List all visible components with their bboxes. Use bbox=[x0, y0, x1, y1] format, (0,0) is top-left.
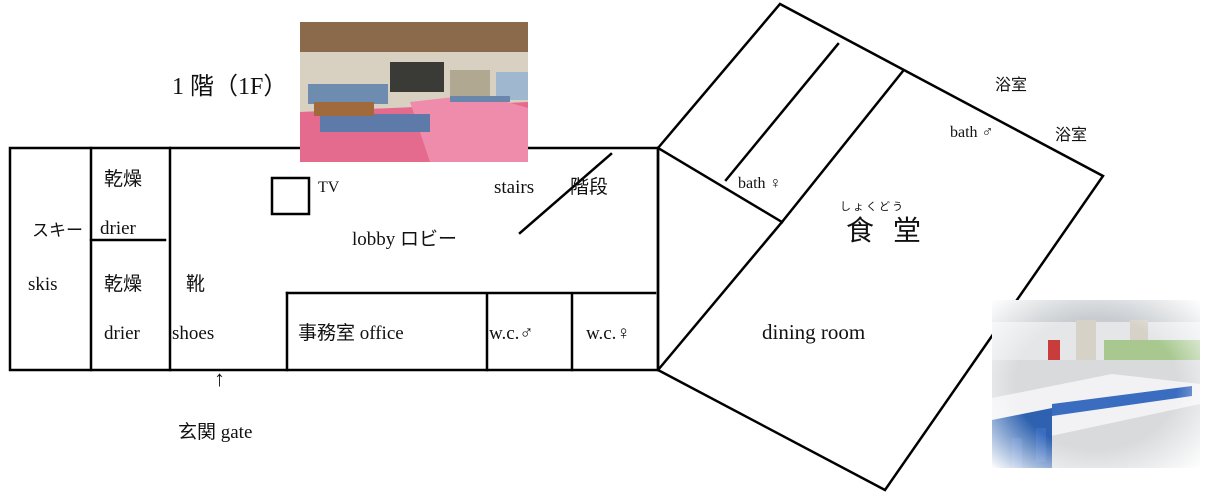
dining-ruby-label: しょくどう bbox=[840, 201, 905, 213]
drier-lower-label-en: drier bbox=[104, 323, 140, 344]
outer-wall-left bbox=[8, 146, 660, 372]
dining-photo-image bbox=[992, 300, 1200, 468]
wall-baths-bottom bbox=[656, 146, 784, 224]
ski-label-jp: スキー bbox=[32, 221, 83, 240]
floor-title: 1 階（1F） bbox=[172, 74, 288, 100]
drier-upper-label-en: drier bbox=[100, 218, 136, 239]
bath-jp-label-1: 浴室 bbox=[995, 77, 1028, 94]
stairs-line bbox=[518, 152, 613, 235]
shoes-label-en: shoes bbox=[172, 323, 215, 344]
ski-label-en: skis bbox=[28, 274, 58, 295]
office-label: 事務室 office bbox=[298, 323, 404, 344]
tv-label: TV bbox=[318, 179, 340, 196]
shoes-label-jp: 靴 bbox=[186, 274, 206, 295]
bath-jp-label-2: 浴室 bbox=[1055, 127, 1088, 144]
dining-label-jp: 食 堂 bbox=[846, 216, 928, 247]
lobby-label: lobby ロビー bbox=[352, 229, 458, 250]
wc-male-label: w.c.♂ bbox=[489, 323, 534, 344]
dining-label-en: dining room bbox=[762, 320, 866, 344]
drier-upper-label-jp: 乾燥 bbox=[104, 169, 143, 190]
wall-bath-female bbox=[724, 42, 840, 182]
wall-bath-male bbox=[780, 69, 905, 224]
gate-arrow: ↑ bbox=[214, 366, 225, 391]
dining-photo bbox=[992, 300, 1200, 468]
stairs-label-en: stairs bbox=[494, 177, 535, 198]
bath-female-label: bath ♀ bbox=[738, 175, 782, 192]
tv-box bbox=[270, 176, 311, 216]
drier-lower-label-jp: 乾燥 bbox=[104, 274, 143, 295]
stairs-label-jp: 階段 bbox=[570, 177, 609, 198]
wc-female-label: w.c.♀ bbox=[586, 323, 631, 344]
lobby-photo bbox=[300, 22, 528, 162]
wall-dining bbox=[656, 220, 784, 372]
gate-label: 玄関 gate bbox=[178, 422, 253, 443]
lobby-photo-image bbox=[300, 22, 528, 162]
bath-male-label: bath ♂ bbox=[950, 124, 994, 141]
